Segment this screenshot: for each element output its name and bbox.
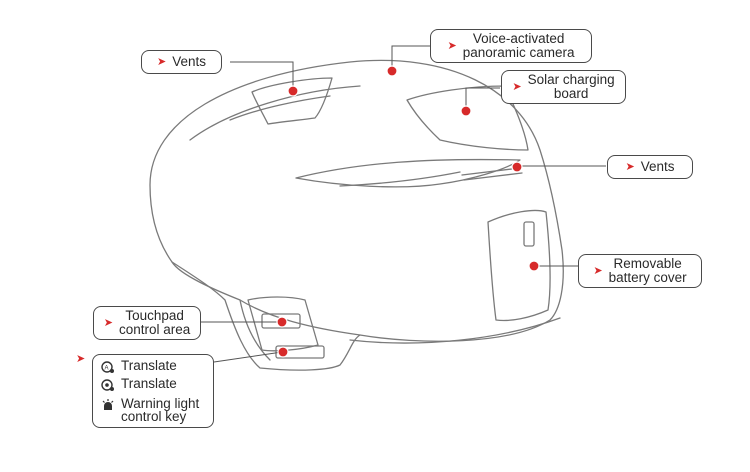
- callout-vents-right: ➤ Vents: [607, 155, 693, 179]
- battery-cover-shape: [487, 209, 551, 322]
- key-label: Translate: [121, 376, 177, 391]
- marker-solar: [460, 105, 472, 117]
- key-label: Translate: [121, 358, 177, 373]
- callout-battery-text: Removable battery cover: [608, 256, 687, 285]
- marker-camera: [386, 65, 398, 77]
- callout-touchpad-text: Touchpad control area: [118, 308, 191, 337]
- translate-a-icon: A: [101, 361, 114, 373]
- callout-camera: ➤ Voice-activated panoramic camera: [430, 29, 592, 63]
- red-arrow-icon: ➤: [512, 81, 522, 93]
- key-row-translate-b: Translate: [101, 377, 177, 391]
- translate-b-icon: [101, 379, 114, 391]
- red-arrow-icon: ➤: [593, 265, 603, 277]
- red-arrow-icon: ➤: [76, 353, 86, 365]
- callout-vents-right-text: Vents: [640, 159, 675, 174]
- callout-touchpad: ➤ Touchpad control area: [93, 306, 201, 340]
- marker-touchpad: [276, 316, 288, 328]
- callout-solar: ➤ Solar charging board: [501, 70, 626, 104]
- red-arrow-icon: ➤: [157, 56, 167, 68]
- callout-battery: ➤ Removable battery cover: [578, 254, 702, 288]
- red-arrow-icon: ➤: [625, 161, 635, 173]
- visor-line: [295, 158, 521, 188]
- key-row-translate-a: A Translate: [101, 359, 177, 373]
- side-vent-grill: [461, 167, 523, 181]
- callout-vents-left: ➤ Vents: [141, 50, 222, 74]
- top-vent-shape: [251, 77, 333, 125]
- marker-buttons: [277, 346, 289, 358]
- key-label: Warning light control key: [121, 396, 200, 424]
- callout-vents-left-text: Vents: [172, 54, 206, 69]
- helmet-lower-outline: [171, 261, 361, 371]
- red-arrow-icon: ➤: [103, 317, 113, 329]
- marker-top-vent: [287, 85, 299, 97]
- marker-side-vent: [511, 161, 523, 173]
- helmet-shell-outline: [149, 59, 564, 342]
- key-row-warning-light: Warning light control key: [101, 397, 199, 423]
- red-arrow-icon: ➤: [447, 40, 457, 52]
- svg-text:A: A: [105, 366, 109, 372]
- key-legend-box: A Translate Translate Warning light cont…: [92, 354, 214, 428]
- warning-light-icon: [102, 399, 114, 410]
- callout-camera-text: Voice-activated panoramic camera: [462, 31, 575, 60]
- marker-battery: [528, 260, 540, 272]
- callout-solar-text: Solar charging board: [527, 72, 615, 101]
